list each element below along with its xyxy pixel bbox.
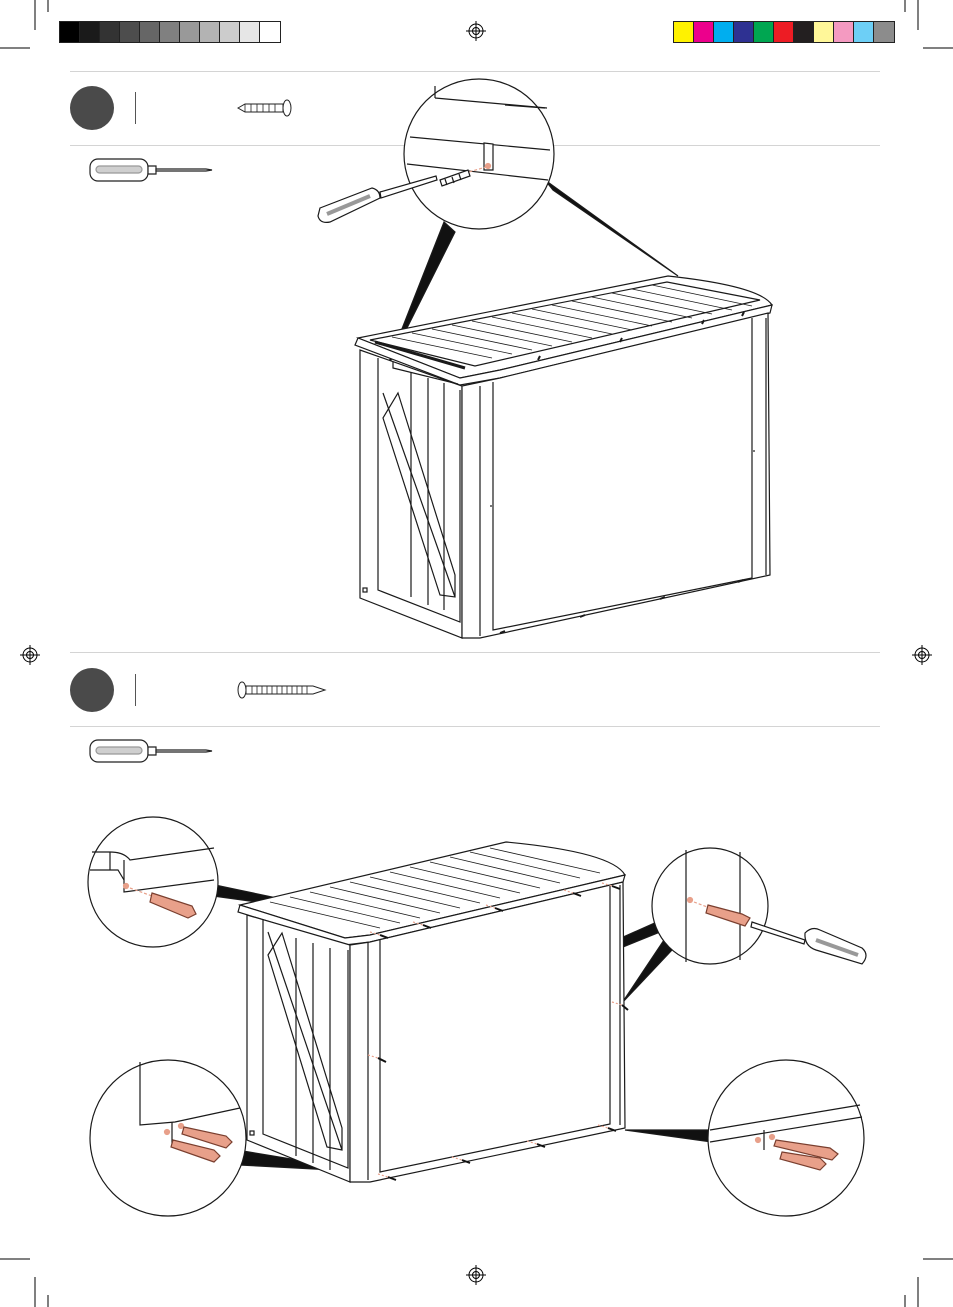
- bin-store-perimeter-screws-detail: [0, 0, 953, 1307]
